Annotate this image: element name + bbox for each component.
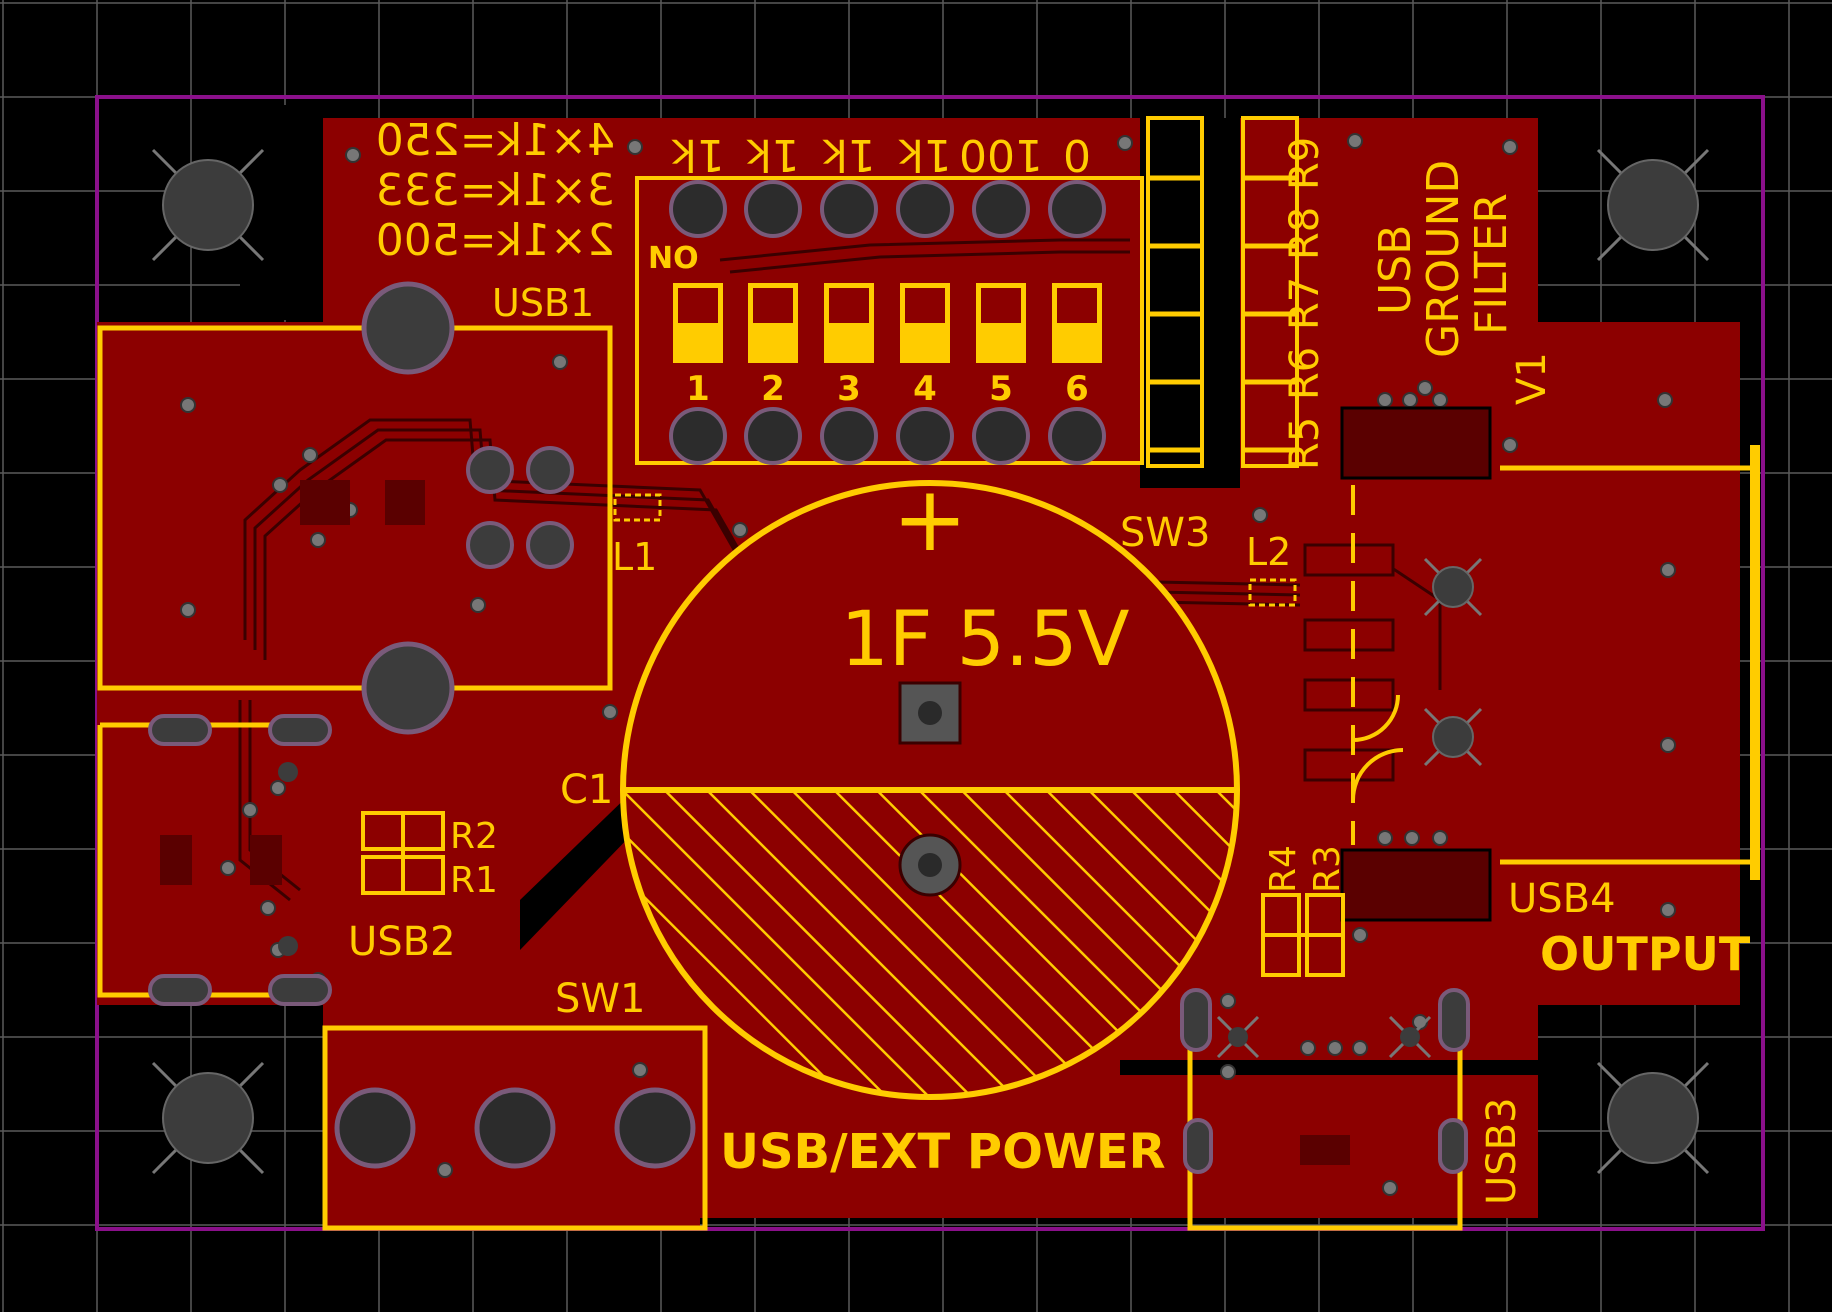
ratio-label-250: 4×1k=250: [376, 115, 615, 166]
designator-sw3: SW3: [1120, 510, 1210, 556]
designator-l2: L2: [1246, 530, 1291, 574]
dip-value-label: 1k: [671, 129, 725, 180]
usb4-connector: [1303, 406, 1760, 922]
dip-number-label: 3: [837, 369, 861, 409]
inductor-l2: [1248, 578, 1297, 607]
dip-number-label: 5: [989, 369, 1013, 409]
filter-label-line-1: USB: [1370, 225, 1421, 315]
usb3-label: USB3: [1479, 1097, 1525, 1205]
dip-number-label: 4: [913, 369, 937, 409]
ratio-label-333: 3×1k=333: [376, 165, 615, 216]
designator-usb1: USB1: [492, 281, 594, 325]
mounting-hole-icon: [151, 1061, 265, 1175]
designator-r2: R2: [450, 816, 498, 857]
dip-value-label: 0: [1063, 129, 1091, 180]
resistors-r3-r4: [1261, 893, 1345, 977]
capacitor-value-label: 1F 5.5V: [840, 594, 1129, 683]
output-label: OUTPUT: [1540, 927, 1751, 981]
dip-number-labels: 1 2 3 4 5 6: [686, 369, 1089, 409]
dip-number-label: 1: [686, 369, 710, 409]
usb3-pad-hole-icon: [1216, 1015, 1260, 1059]
dip-number-label: 2: [761, 369, 785, 409]
r3-r4-labels: R4 R3: [1263, 845, 1348, 893]
dip-value-label: 1k: [898, 129, 952, 180]
designator-usb2: USB2: [348, 919, 456, 965]
ratio-label-500: 2×1k=500: [376, 215, 615, 266]
resistors-r1-r2: [361, 811, 445, 895]
capacitor-c1: [620, 480, 1240, 1100]
dip-number-label: 6: [1065, 369, 1089, 409]
designator-r8: R8: [1282, 207, 1328, 260]
capacitor-plus-icon: +: [892, 467, 967, 572]
designator-r5: R5: [1282, 417, 1328, 470]
dip-levers: [673, 283, 1102, 363]
designator-l1: L1: [612, 535, 657, 579]
dip-on-label: NO: [648, 241, 699, 276]
designator-c1: C1: [560, 767, 613, 813]
power-switch-label: USB/EXT POWER: [720, 1124, 1166, 1180]
mounting-hole-icon: [1596, 148, 1710, 262]
designator-usb4: USB4: [1508, 876, 1616, 922]
inductor-l1: [613, 493, 662, 522]
dip-value-label: 100: [959, 129, 1043, 180]
usb-ground-filter-label: USB GROUND FILTER: [1370, 160, 1517, 358]
resistor-array-r5-r9: [1146, 116, 1299, 468]
dip-pins: [669, 180, 1106, 465]
usb3-connector: [1180, 988, 1470, 1231]
dip-switch-sw3: [635, 176, 1144, 465]
usb3-pad-hole-icon: [1388, 1015, 1432, 1059]
designator-r3: R3: [1307, 845, 1348, 893]
mounting-hole-icon: [1596, 1061, 1710, 1175]
switch-sw1: [322, 1025, 708, 1231]
designator-sw1: SW1: [555, 976, 645, 1022]
designator-r4: R4: [1263, 845, 1304, 893]
designator-r6: R6: [1282, 347, 1328, 400]
designator-usb3: USB3: [1479, 1097, 1525, 1205]
usb1-connector: [97, 281, 613, 735]
dip-value-label: 1k: [746, 129, 800, 180]
v1-label: V1: [1509, 352, 1555, 405]
usb2-connector: [97, 714, 332, 1006]
filter-label-line-3: FILTER: [1466, 193, 1517, 335]
usb4-pad-hole-icon: [1423, 707, 1483, 767]
vias: [180, 133, 1676, 1196]
filter-label-line-2: GROUND: [1418, 160, 1469, 358]
designator-r9: R9: [1282, 137, 1328, 190]
ratio-labels: 4×1k=250 3×1k=333 2×1k=500: [376, 115, 615, 266]
mounting-hole-icon: [151, 148, 265, 262]
designator-r7: R7: [1282, 277, 1328, 330]
r5-r9-labels: R5 R6 R7 R8 R9: [1282, 137, 1328, 470]
designator-v1: V1: [1509, 352, 1555, 405]
designator-r1: R1: [450, 860, 498, 901]
mounting-holes: [151, 148, 1710, 1175]
dip-value-label: 1k: [822, 129, 876, 180]
usb4-pad-hole-icon: [1423, 557, 1483, 617]
